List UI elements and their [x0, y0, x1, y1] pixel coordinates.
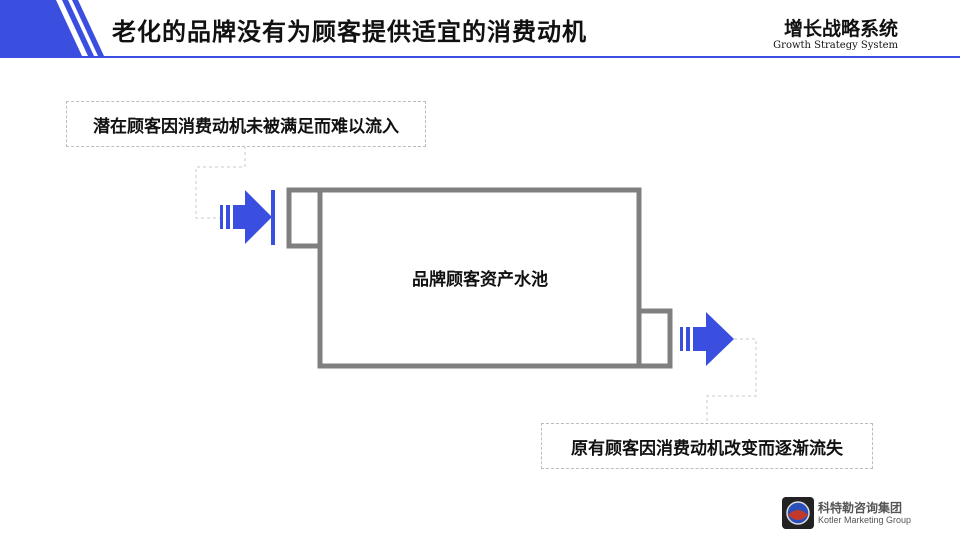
logo-text-en: Kotler Marketing Group — [818, 515, 912, 525]
header-stripe-2 — [72, 0, 104, 56]
company-logo: 科特勒咨询集团 Kotler Marketing Group — [782, 497, 932, 533]
outflow-note-text: 原有顾客因消费动机改变而逐渐流失 — [571, 438, 843, 459]
pool-outlet — [636, 308, 673, 369]
header-band — [0, 0, 960, 56]
outflow-note: 原有顾客因消费动机改变而逐渐流失 — [541, 423, 873, 469]
header-blue-block — [0, 0, 82, 56]
inflow-connector — [195, 146, 246, 219]
pool-body — [317, 187, 642, 369]
slide-title: 老化的品牌没有为顾客提供适宜的消费动机 — [112, 17, 587, 46]
header-stripe-1 — [62, 0, 94, 56]
outflow-connector — [706, 338, 757, 423]
pool-inlet — [286, 187, 323, 249]
logo-text-cn: 科特勒咨询集团 — [818, 501, 903, 515]
globe-logo-icon — [782, 497, 814, 529]
pool-container — [286, 187, 673, 369]
header-stripes — [0, 0, 104, 56]
outflow-arrow-icon — [680, 312, 734, 366]
inflow-note: 潜在顾客因消费动机未被满足而难以流入 — [66, 101, 426, 147]
header-divider — [0, 56, 960, 58]
inflow-arrow-icon — [220, 190, 275, 245]
inflow-note-text: 潜在顾客因消费动机未被满足而难以流入 — [93, 116, 399, 137]
pool-label: 品牌顾客资产水池 — [412, 270, 548, 290]
brand-name-en: Growth Strategy System — [773, 40, 898, 51]
brand-name-cn: 增长战略系统 — [783, 18, 898, 40]
